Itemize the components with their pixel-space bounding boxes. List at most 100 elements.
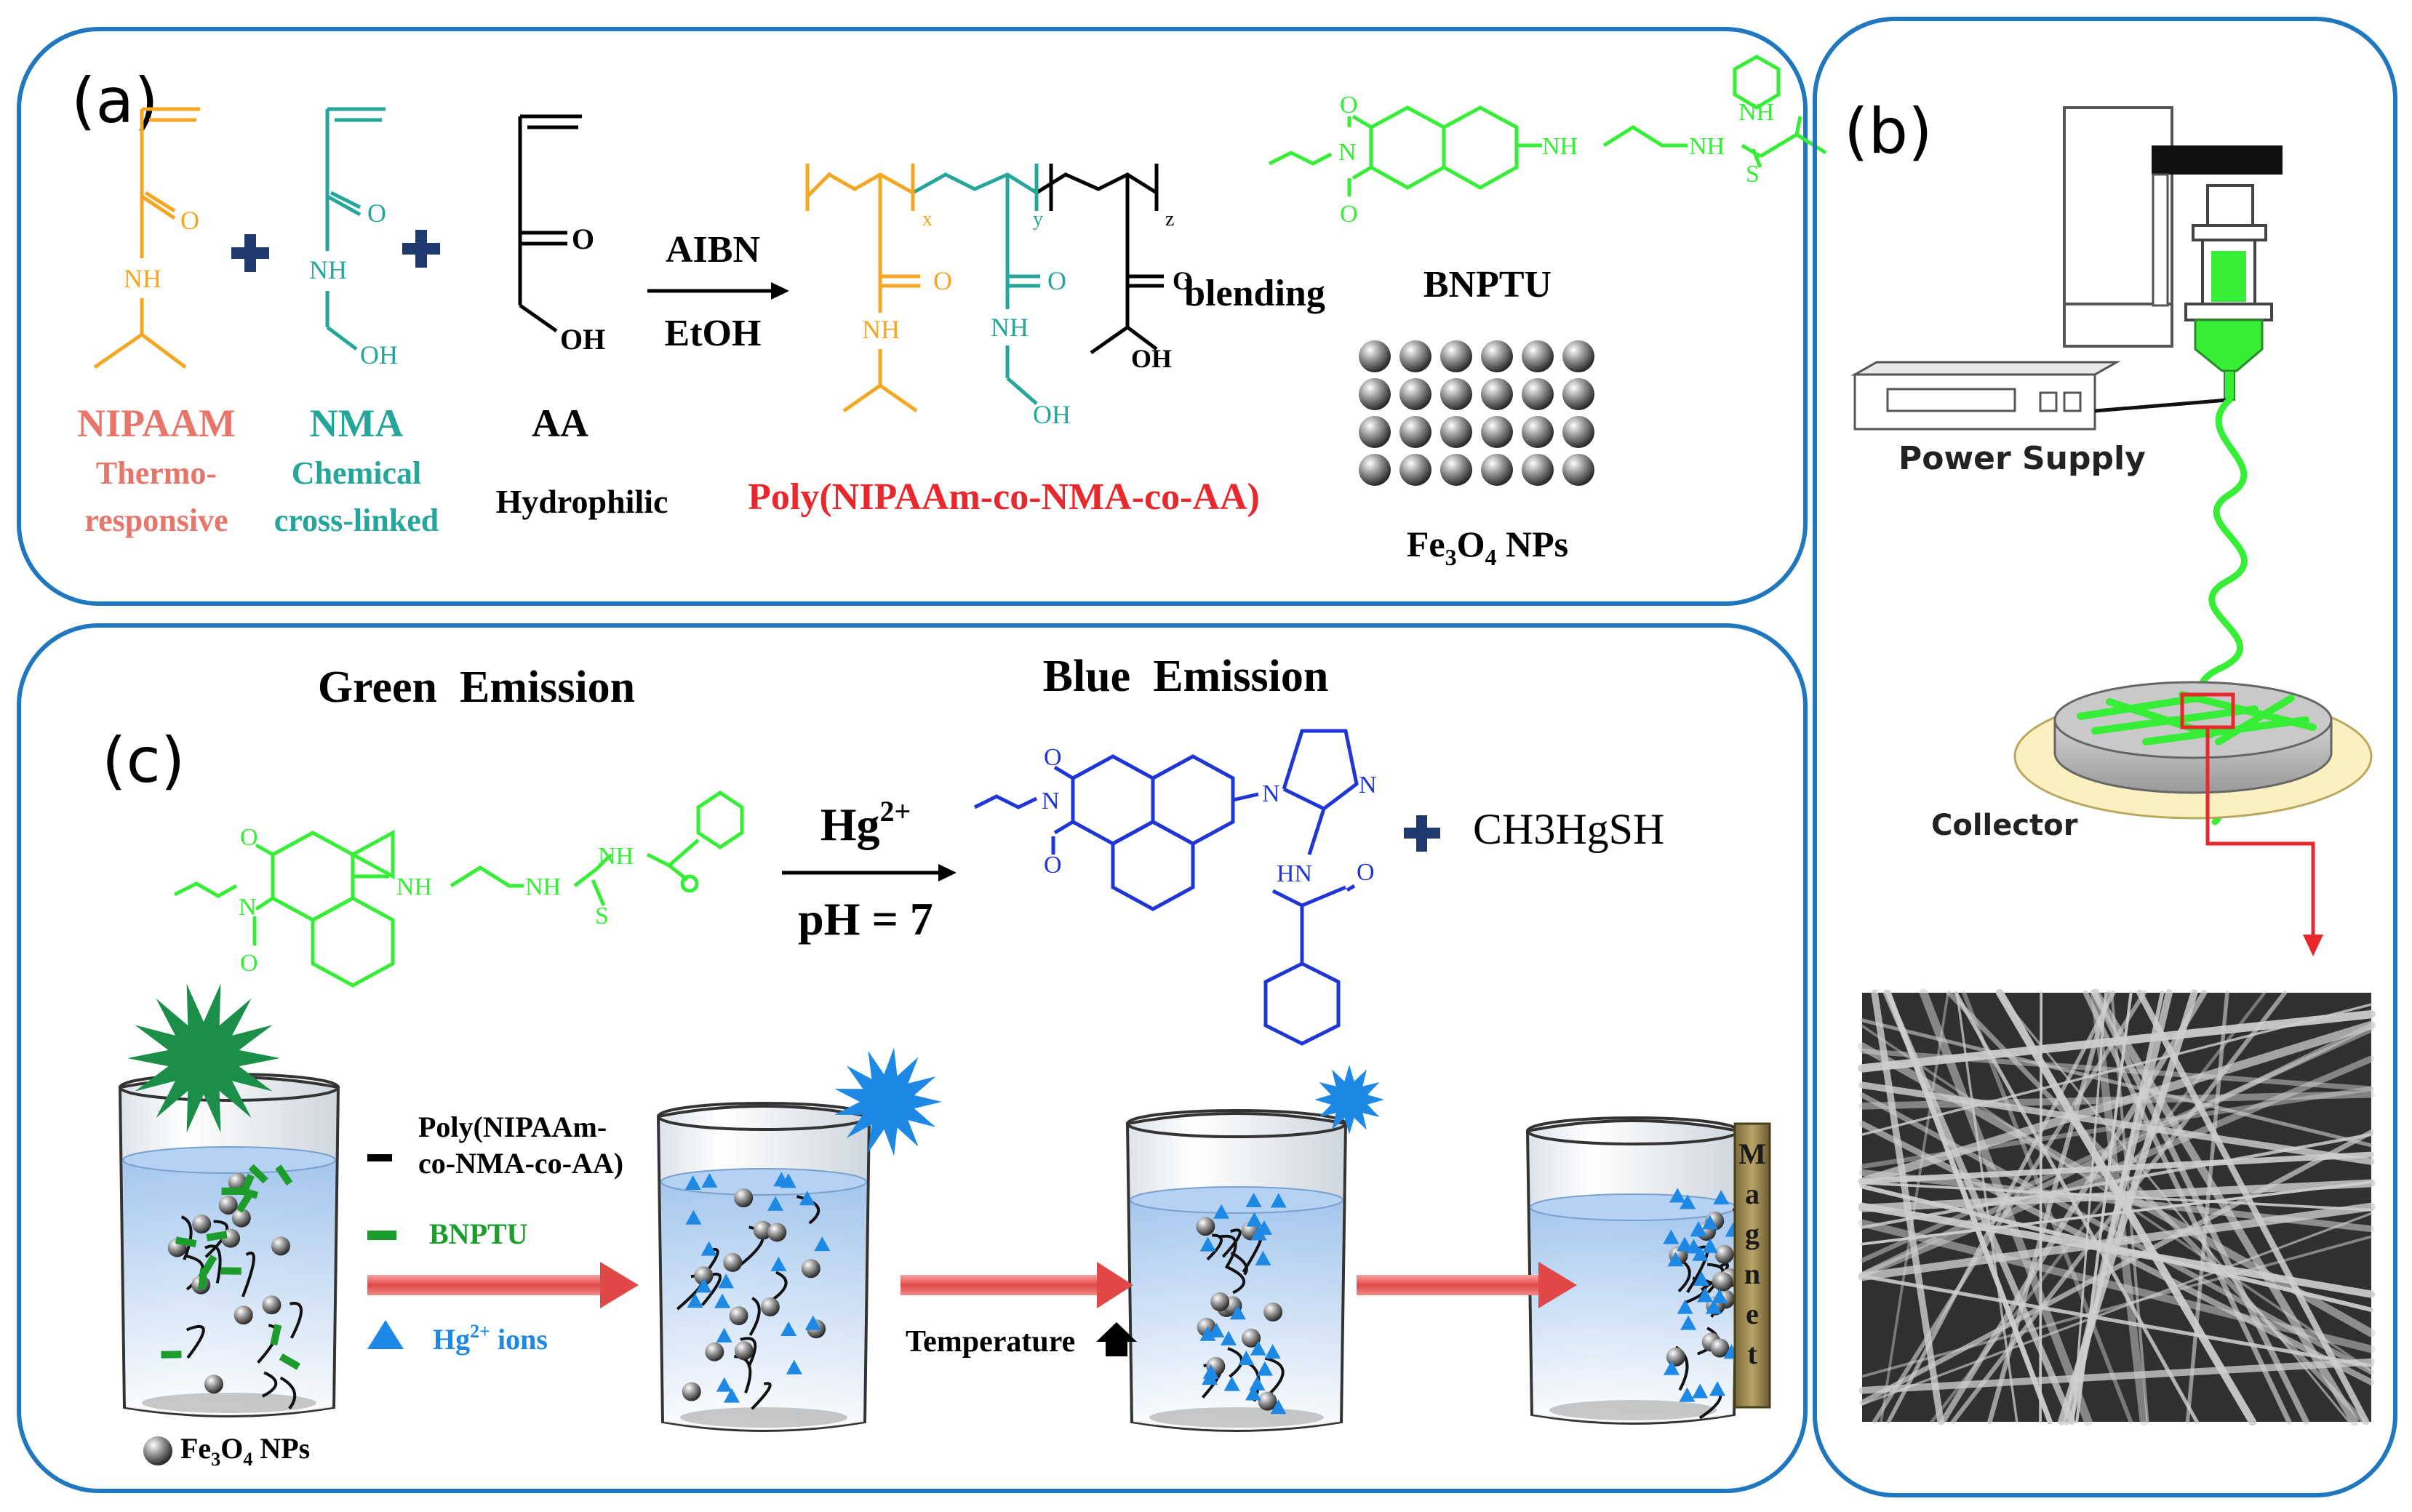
polymer-name: Poly(NIPAAm-co-NMA-co-AA) bbox=[748, 476, 1260, 518]
magnet-letter: n bbox=[1744, 1257, 1760, 1290]
beaker-1 bbox=[118, 1073, 340, 1417]
product-n-ring-2: N bbox=[1359, 772, 1377, 799]
ph-condition: pH = 7 bbox=[798, 893, 933, 945]
nanoparticle bbox=[1522, 454, 1554, 486]
nanofiber bbox=[1860, 1018, 2373, 1148]
nanoparticle bbox=[1522, 416, 1554, 448]
nma-oh: OH bbox=[360, 340, 398, 369]
bnptu-c-o bbox=[680, 874, 699, 893]
green-emission-burst bbox=[127, 983, 280, 1133]
nanoparticle bbox=[1399, 378, 1431, 410]
product-o-bottom: O bbox=[1044, 852, 1062, 879]
legend-bnptu: BNPTU bbox=[429, 1217, 528, 1250]
nipaam-desc-1: Thermo- bbox=[96, 455, 217, 491]
beaker-2 bbox=[656, 1102, 871, 1432]
aa-structure bbox=[518, 114, 582, 333]
power-supply-icon bbox=[1850, 361, 2228, 431]
beaker-sequence bbox=[118, 1073, 1751, 1432]
legend-fe3o4-icon bbox=[143, 1436, 172, 1465]
product-structure bbox=[973, 729, 1359, 1046]
nanoparticle bbox=[1481, 340, 1513, 372]
nma-desc-1: Chemical bbox=[292, 455, 421, 491]
bnptu-nh-3: NH bbox=[1738, 99, 1774, 126]
polymer-nh-1: NH bbox=[862, 315, 900, 344]
polymer-x: x bbox=[922, 208, 933, 231]
process-arrow-2 bbox=[900, 1275, 1097, 1295]
process-arrow-3-head bbox=[1538, 1262, 1577, 1308]
reaction-reagent: AIBN bbox=[666, 229, 760, 271]
reaction-arrow bbox=[647, 282, 789, 300]
polymer-nh-2: NH bbox=[991, 313, 1029, 342]
nanoparticle bbox=[1562, 416, 1594, 448]
nanofiber bbox=[1858, 1219, 2376, 1353]
bnptu-c-n: N bbox=[239, 894, 257, 921]
nanoparticle bbox=[1440, 454, 1472, 486]
nanoparticle bbox=[1359, 454, 1391, 486]
polymer-oh-2: OH bbox=[1033, 400, 1071, 429]
nanofiber bbox=[1861, 1212, 2373, 1406]
blue-emission-burst-large bbox=[834, 1047, 942, 1156]
collector-label: Collector bbox=[1931, 809, 2078, 842]
panel-a-frame bbox=[17, 27, 1808, 606]
nanoparticle bbox=[1399, 340, 1431, 372]
beaker-4 bbox=[1525, 1116, 1751, 1425]
nanofiber bbox=[2091, 989, 2309, 1425]
byproduct-label: CH3HgSH bbox=[1473, 805, 1664, 853]
panel-b-frame bbox=[1813, 17, 2397, 1497]
nanoparticle bbox=[1399, 416, 1431, 448]
nanofiber bbox=[1861, 1235, 2373, 1378]
nma-o: O bbox=[367, 199, 386, 228]
magnet-letter: t bbox=[1747, 1337, 1757, 1370]
bnptu-c-nh-3: NH bbox=[598, 843, 634, 870]
process-arrow-1-head bbox=[600, 1262, 639, 1308]
electrospinning-apparatus bbox=[2063, 106, 2283, 401]
nanoparticle bbox=[1481, 454, 1513, 486]
magnet-icon bbox=[1733, 1122, 1771, 1409]
bnptu-structure bbox=[1268, 55, 1827, 196]
sem-fiber-image bbox=[1858, 988, 2376, 1426]
plus-icon bbox=[1404, 815, 1440, 852]
plus-icon bbox=[402, 230, 440, 268]
fe3o4-nanoparticle-grid bbox=[1359, 340, 1594, 486]
temperature-label: Temperature bbox=[906, 1325, 1075, 1359]
nanofiber bbox=[1858, 1358, 2375, 1394]
bnptu-c-s: S bbox=[595, 903, 609, 929]
nanofiber bbox=[2090, 988, 2148, 1426]
panel-c-frame bbox=[17, 623, 1808, 1493]
nanofiber bbox=[1858, 1120, 2375, 1385]
nanoparticle bbox=[1562, 340, 1594, 372]
nipaam-structure bbox=[93, 107, 200, 369]
nanoparticle bbox=[1481, 378, 1513, 410]
aa-o: O bbox=[572, 223, 594, 255]
aa-oh: OH bbox=[560, 323, 605, 356]
legend-bnptu-swatch bbox=[367, 1231, 396, 1240]
nipaam-desc-2: responsive bbox=[84, 503, 228, 538]
product-hn: HN bbox=[1277, 860, 1312, 887]
bnptu-name: BNPTU bbox=[1423, 264, 1552, 305]
magnet-letter: a bbox=[1745, 1177, 1760, 1210]
beaker-3 bbox=[1125, 1109, 1348, 1432]
polymer-o-3: O bbox=[1173, 266, 1193, 295]
nanoparticle bbox=[1359, 340, 1391, 372]
nanofiber bbox=[1861, 1003, 2373, 1136]
legend-polymer-line2: co-NMA-co-AA) bbox=[418, 1147, 623, 1180]
collector-icon bbox=[2013, 681, 2373, 956]
nanofiber bbox=[1930, 991, 2267, 1424]
nanoparticle bbox=[1359, 416, 1391, 448]
nma-desc-2: cross-linked bbox=[274, 503, 439, 538]
nanoparticle bbox=[1481, 416, 1513, 448]
aa-name: AA bbox=[532, 401, 588, 445]
power-supply-label: Power Supply bbox=[1898, 440, 2146, 477]
nma-name: NMA bbox=[310, 401, 404, 445]
bnptu-nh-1: NH bbox=[1542, 133, 1578, 160]
nanofiber bbox=[2058, 989, 2198, 1425]
process-arrow-2-head bbox=[1097, 1262, 1133, 1308]
green-emission-label: Green Emission bbox=[318, 663, 635, 712]
plus-icon bbox=[231, 234, 269, 272]
nanoparticle bbox=[1562, 454, 1594, 486]
blue-emission-label: Blue Emission bbox=[1043, 652, 1329, 701]
panel-b-label: (b) bbox=[1844, 95, 1933, 168]
nma-nh: NH bbox=[309, 255, 347, 284]
